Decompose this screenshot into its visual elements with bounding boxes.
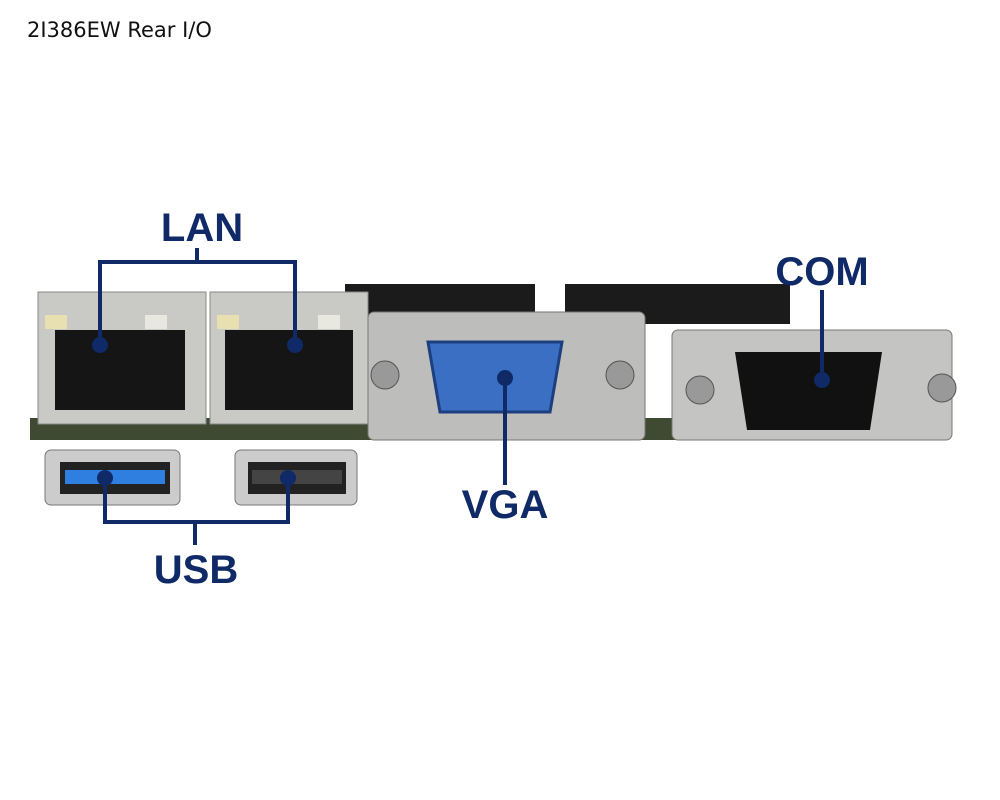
diagram-title: 2I386EW Rear I/O bbox=[27, 18, 212, 42]
com-label: COM bbox=[775, 250, 869, 294]
lan-label: LAN bbox=[160, 206, 244, 250]
lan-port-1 bbox=[37, 291, 207, 425]
lan-marker bbox=[92, 337, 108, 353]
vga-label: VGA bbox=[461, 483, 549, 527]
usb-callout bbox=[103, 478, 290, 545]
usb-port-2 bbox=[234, 449, 358, 506]
vga-marker bbox=[497, 370, 513, 386]
usb-marker bbox=[97, 470, 113, 486]
usb-marker bbox=[280, 470, 296, 486]
lan-callout bbox=[98, 248, 297, 345]
com-marker bbox=[814, 372, 830, 388]
com-port bbox=[671, 329, 957, 441]
lan-port-2 bbox=[209, 291, 369, 425]
usb-label: USB bbox=[153, 548, 239, 592]
vga-port bbox=[367, 311, 646, 441]
lan-marker bbox=[287, 337, 303, 353]
